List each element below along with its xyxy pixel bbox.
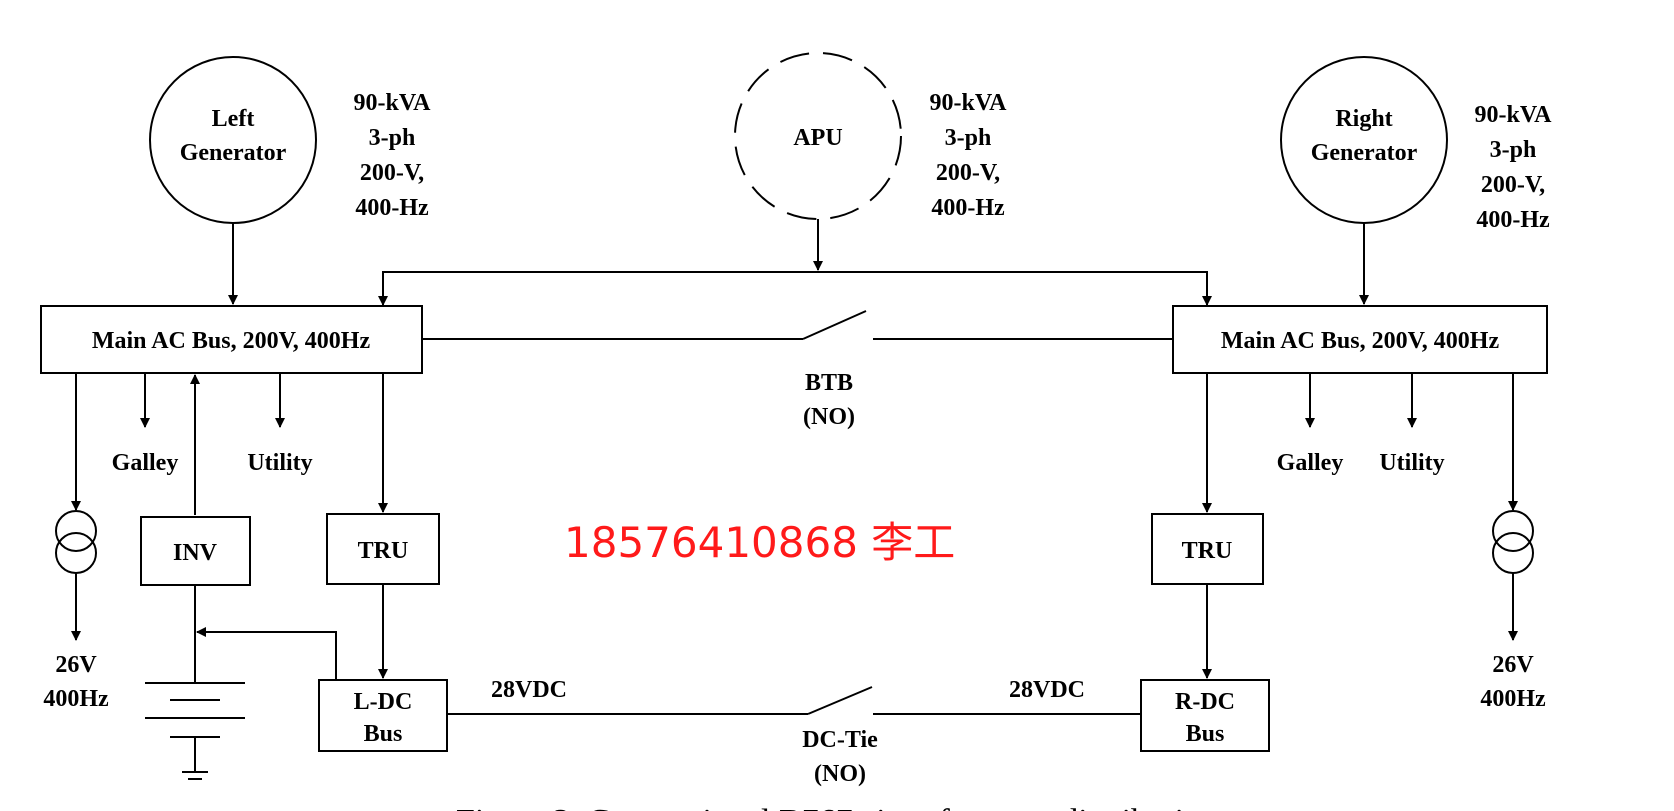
left-dc-bus (318, 679, 448, 752)
right-main-ac-bus-label: Main AC Bus, 200V, 400Hz (1221, 328, 1500, 354)
right-generator-label-1: Right (1335, 106, 1392, 132)
left-generator-label-2: Generator (180, 140, 287, 166)
right-tru-box (1151, 513, 1264, 585)
left-main-ac-bus-label: Main AC Bus, 200V, 400Hz (92, 328, 371, 354)
inverter-label: INV (173, 540, 218, 566)
left-tru-label: TRU (358, 538, 409, 564)
left-generator-spec: 90-kVA 3-ph 200-V, 400-Hz (354, 90, 432, 221)
left-tru-box (326, 513, 440, 585)
figure-caption: Figure 2. Conventional B767 aircraft pow… (456, 803, 1218, 811)
right-dc-bus-label-1: R-DC (1175, 689, 1235, 715)
right-dc-bus-label-2: Bus (1186, 721, 1225, 747)
right-generator-spec: 90-kVA 3-ph 200-V, 400-Hz (1475, 102, 1553, 233)
right-transformer-icon (1492, 510, 1534, 574)
right-26v-label: 26V (1492, 652, 1534, 678)
dc-tie-label: DC-Tie (802, 727, 878, 753)
spec-line: 200-V, (360, 160, 424, 186)
btb-state: (NO) (803, 404, 855, 430)
right-galley-label: Galley (1277, 450, 1344, 476)
left-28vdc-label: 28VDC (491, 677, 567, 703)
spec-line: 3-ph (945, 125, 992, 151)
left-utility-label: Utility (247, 450, 312, 476)
spec-line: 3-ph (369, 125, 416, 151)
left-400hz-label: 400Hz (43, 686, 109, 712)
right-main-ac-bus (1172, 305, 1548, 374)
apu-generator: APU (734, 52, 902, 220)
spec-line: 90-kVA (1475, 102, 1553, 128)
right-dc-bus (1140, 679, 1270, 752)
right-28vdc-label: 28VDC (1009, 677, 1085, 703)
spec-line: 400-Hz (931, 195, 1005, 221)
right-generator: Right Generator (1280, 56, 1448, 224)
spec-line: 200-V, (936, 160, 1000, 186)
spec-line: 400-Hz (355, 195, 429, 221)
watermark: 18576410868 李工 (564, 518, 955, 567)
dc-tie-state: (NO) (814, 761, 866, 787)
spec-line: 3-ph (1490, 137, 1537, 163)
left-26v-label: 26V (55, 652, 97, 678)
apu-spec: 90-kVA 3-ph 200-V, 400-Hz (930, 90, 1008, 221)
btb-label: BTB (805, 370, 853, 396)
spec-line: 200-V, (1481, 172, 1545, 198)
apu-label: APU (793, 125, 842, 151)
spec-line: 400-Hz (1476, 207, 1550, 233)
right-tru-label: TRU (1182, 538, 1233, 564)
dc-tie-switch (447, 686, 1141, 715)
battery-icon (145, 682, 245, 780)
btb-switch (422, 310, 1173, 340)
left-generator: Left Generator (149, 56, 317, 224)
apu-distribution-line (382, 271, 1208, 304)
right-utility-label: Utility (1379, 450, 1444, 476)
left-dc-bus-label-1: L-DC (354, 689, 413, 715)
dc-to-inv-feed (196, 627, 337, 680)
left-galley-label: Galley (112, 450, 179, 476)
left-dc-bus-label-2: Bus (364, 721, 403, 747)
left-generator-label-1: Left (212, 106, 255, 132)
spec-line: 90-kVA (354, 90, 432, 116)
right-generator-label-2: Generator (1311, 140, 1418, 166)
left-main-ac-bus (40, 305, 423, 374)
right-400hz-label: 400Hz (1480, 686, 1546, 712)
spec-line: 90-kVA (930, 90, 1008, 116)
left-transformer-icon (55, 510, 97, 574)
